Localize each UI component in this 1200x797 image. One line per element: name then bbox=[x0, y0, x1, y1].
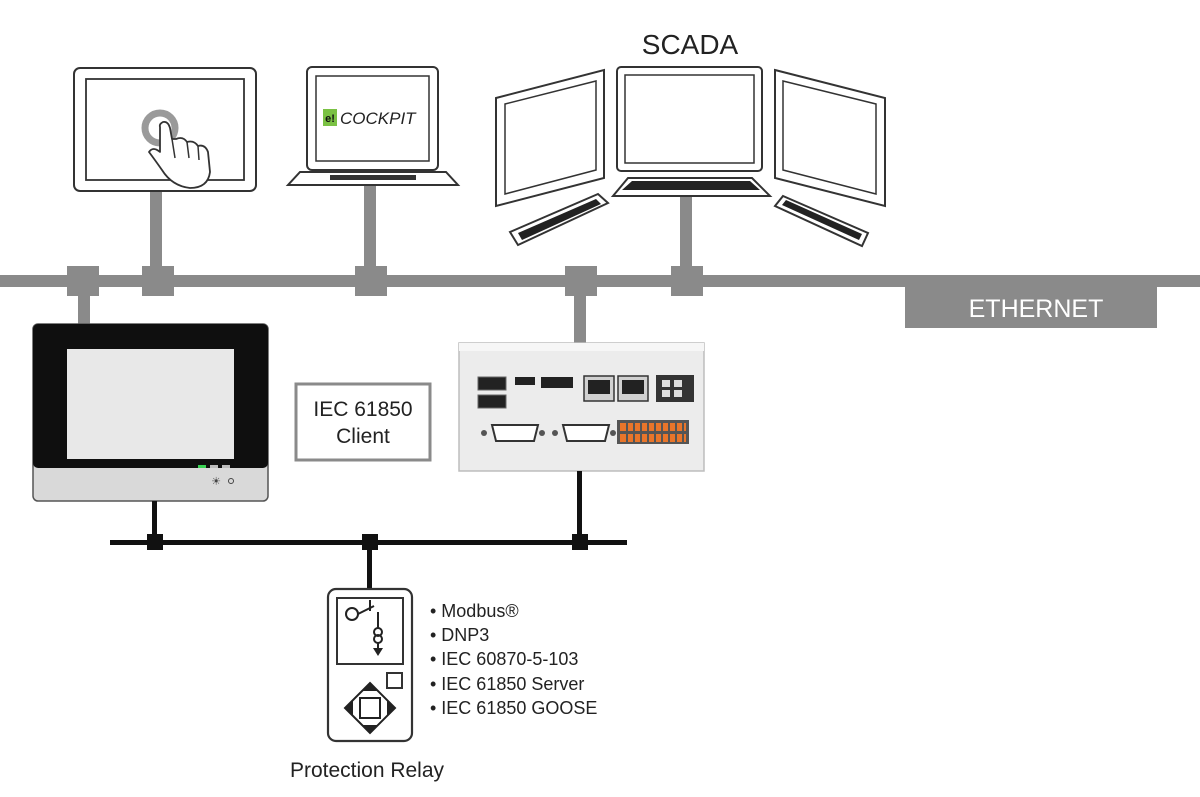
junction-laptop bbox=[355, 266, 387, 296]
cockpit-logo-mark bbox=[323, 109, 337, 126]
junction-touch bbox=[142, 266, 174, 296]
protocol-item: • DNP3 bbox=[430, 625, 489, 645]
client-label-line2: Client bbox=[336, 425, 390, 448]
iec-client-box: IEC 61850 Client bbox=[294, 382, 432, 462]
bus-node-controller bbox=[572, 534, 588, 550]
protocol-item: • IEC 61850 Server bbox=[430, 674, 584, 694]
protection-relay bbox=[326, 587, 414, 743]
junction-hmi bbox=[67, 266, 99, 296]
ethernet-label-box: ETHERNET bbox=[905, 286, 1157, 328]
client-label-line1: IEC 61850 bbox=[313, 398, 412, 421]
navigation-arrows-icon bbox=[343, 681, 397, 735]
protocol-item: • Modbus® bbox=[430, 601, 519, 621]
hand-touch-icon bbox=[141, 109, 211, 189]
controller-device bbox=[458, 342, 705, 472]
field-bus bbox=[110, 471, 627, 590]
status-led bbox=[198, 465, 206, 468]
junction-controller bbox=[565, 266, 597, 296]
laptop-cockpit: e! COCKPIT bbox=[285, 66, 461, 186]
bus-node-relay bbox=[362, 534, 378, 550]
protocol-item: • IEC 60870-5-103 bbox=[430, 649, 578, 669]
cockpit-logo-text: COCKPIT bbox=[340, 109, 417, 128]
junction-scada bbox=[671, 266, 703, 296]
brightness-icon: ☀ bbox=[211, 475, 221, 488]
scada-workstation bbox=[495, 66, 886, 248]
touch-monitor bbox=[73, 67, 257, 192]
scada-title: SCADA bbox=[642, 29, 739, 60]
ethernet-label: ETHERNET bbox=[969, 295, 1104, 323]
cockpit-logo-e: e! bbox=[325, 113, 335, 125]
relay-label: Protection Relay bbox=[290, 759, 445, 782]
protocol-list: • Modbus® • DNP3 • IEC 60870-5-103 • IEC… bbox=[430, 601, 597, 718]
ethernet-bus bbox=[0, 186, 1200, 344]
bus-node-hmi bbox=[147, 534, 163, 550]
hmi-panel: ☀ bbox=[32, 323, 269, 502]
protocol-item: • IEC 61850 GOOSE bbox=[430, 698, 597, 718]
